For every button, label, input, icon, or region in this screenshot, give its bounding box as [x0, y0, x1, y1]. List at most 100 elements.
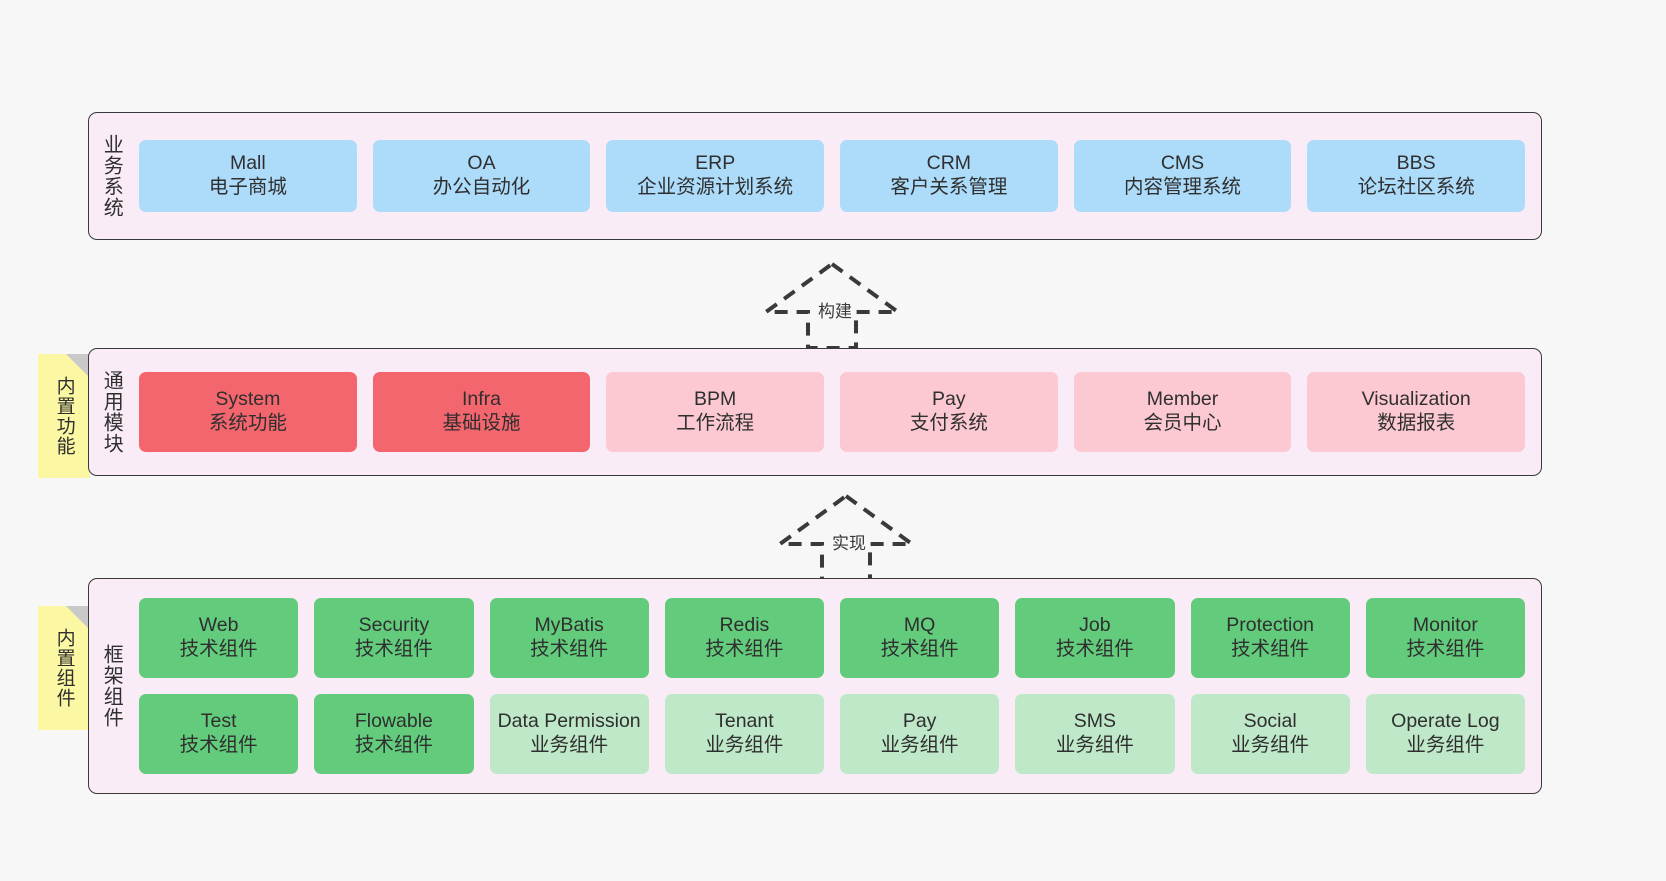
card-title: BPM — [694, 388, 737, 411]
card-title: Operate Log — [1391, 710, 1500, 733]
sticky-note-builtin-features: 内置功能 — [38, 354, 90, 478]
card-redis[interactable]: Redis 技术组件 — [664, 598, 824, 678]
card-mq[interactable]: MQ 技术组件 — [840, 598, 1000, 678]
card-title: Flowable — [354, 710, 433, 733]
card-title: Security — [358, 614, 430, 637]
card-title: ERP — [695, 152, 736, 175]
card-pay-component[interactable]: Pay 业务组件 — [840, 694, 1000, 774]
card-subtitle: 业务组件 — [1406, 734, 1485, 756]
connector-implement: 实现 — [766, 490, 926, 582]
card-bbs[interactable]: BBS 论坛社区系统 — [1307, 140, 1526, 212]
card-subtitle: 技术组件 — [179, 638, 258, 660]
card-title: MQ — [903, 614, 936, 637]
card-title: Member — [1146, 388, 1219, 411]
card-flowable[interactable]: Flowable 技术组件 — [314, 694, 474, 774]
card-crm[interactable]: CRM 客户关系管理 — [840, 140, 1058, 212]
card-social[interactable]: Social 业务组件 — [1190, 694, 1350, 774]
card-title: Infra — [461, 388, 502, 411]
card-subtitle: 会员中心 — [1143, 412, 1222, 434]
layer-common-modules: 通用模块 System 系统功能 Infra 基础设施 BPM 工作流程 Pay… — [88, 348, 1542, 476]
card-protection[interactable]: Protection 技术组件 — [1190, 598, 1350, 678]
card-subtitle: 业务组件 — [530, 734, 609, 756]
card-subtitle: 技术组件 — [354, 638, 433, 660]
card-subtitle: 业务组件 — [1231, 734, 1310, 756]
card-subtitle: 技术组件 — [179, 734, 258, 756]
card-title: System — [215, 388, 281, 411]
layer-business-systems-body: Mall 电子商城 OA 办公自动化 ERP 企业资源计划系统 CRM 客户关系… — [133, 113, 1541, 239]
layer-framework-components: 框架组件 Web 技术组件 Security 技术组件 MyBatis 技术组件… — [88, 578, 1542, 794]
card-title: Data Permission — [497, 710, 641, 733]
card-operate-log[interactable]: Operate Log 业务组件 — [1365, 694, 1525, 774]
card-monitor[interactable]: Monitor 技术组件 — [1365, 598, 1525, 678]
card-title: Test — [200, 710, 237, 733]
card-subtitle: 技术组件 — [530, 638, 609, 660]
card-subtitle: 业务组件 — [705, 734, 784, 756]
card-sms[interactable]: SMS 业务组件 — [1015, 694, 1175, 774]
card-subtitle: 客户关系管理 — [890, 176, 1008, 198]
card-title: Redis — [719, 614, 770, 637]
card-job[interactable]: Job 技术组件 — [1015, 598, 1175, 678]
sticky-note-label: 内置功能 — [53, 376, 75, 456]
card-subtitle: 电子商城 — [208, 176, 287, 198]
card-title: Social — [1243, 710, 1297, 733]
layer-common-modules-title: 通用模块 — [100, 370, 123, 454]
sticky-note-builtin-components: 内置组件 — [38, 606, 90, 730]
card-title: BBS — [1396, 152, 1436, 175]
card-subtitle: 技术组件 — [705, 638, 784, 660]
card-subtitle: 技术组件 — [1231, 638, 1310, 660]
connector-build-label: 构建 — [816, 297, 854, 322]
card-web[interactable]: Web 技术组件 — [139, 598, 299, 678]
connector-build: 构建 — [752, 258, 912, 350]
card-erp[interactable]: ERP 企业资源计划系统 — [606, 140, 825, 212]
card-subtitle: 技术组件 — [354, 734, 433, 756]
card-title: Web — [198, 614, 239, 637]
card-subtitle: 支付系统 — [909, 412, 988, 434]
card-title: CRM — [926, 152, 972, 175]
sticky-note-label: 内置组件 — [53, 628, 75, 708]
card-bpm[interactable]: BPM 工作流程 — [606, 372, 825, 452]
card-test[interactable]: Test 技术组件 — [139, 694, 299, 774]
card-title: Protection — [1226, 614, 1315, 637]
card-subtitle: 论坛社区系统 — [1357, 176, 1475, 198]
card-subtitle: 技术组件 — [1406, 638, 1485, 660]
cell-row: Web 技术组件 Security 技术组件 MyBatis 技术组件 Redi… — [139, 598, 1525, 678]
layer-business-systems-title: 业务系统 — [100, 134, 123, 218]
card-system[interactable]: System 系统功能 — [139, 372, 357, 452]
card-tenant[interactable]: Tenant 业务组件 — [664, 694, 824, 774]
cell-row: Mall 电子商城 OA 办公自动化 ERP 企业资源计划系统 CRM 客户关系… — [139, 140, 1526, 212]
card-cms[interactable]: CMS 内容管理系统 — [1073, 140, 1292, 212]
card-title: Tenant — [715, 710, 774, 733]
layer-framework-components-title: 框架组件 — [100, 644, 123, 728]
card-subtitle: 基础设施 — [442, 412, 521, 434]
card-subtitle: 技术组件 — [1055, 638, 1134, 660]
card-member[interactable]: Member 会员中心 — [1073, 372, 1292, 452]
page-fold-icon — [66, 354, 90, 378]
cell-row: System 系统功能 Infra 基础设施 BPM 工作流程 Pay 支付系统… — [139, 372, 1526, 452]
card-infra[interactable]: Infra 基础设施 — [372, 372, 591, 452]
card-subtitle: 内容管理系统 — [1124, 176, 1242, 198]
card-title: Job — [1079, 614, 1111, 637]
card-data-permission[interactable]: Data Permission 业务组件 — [489, 694, 649, 774]
card-subtitle: 数据报表 — [1377, 412, 1456, 434]
card-title: MyBatis — [534, 614, 604, 637]
card-title: Visualization — [1361, 388, 1471, 411]
card-pay[interactable]: Pay 支付系统 — [840, 372, 1058, 452]
card-title: Monitor — [1412, 614, 1478, 637]
layer-business-systems: 业务系统 Mall 电子商城 OA 办公自动化 ERP 企业资源计划系统 CRM… — [88, 112, 1542, 240]
card-subtitle: 办公自动化 — [432, 176, 531, 198]
card-title: Mall — [229, 152, 266, 175]
card-subtitle: 工作流程 — [676, 412, 755, 434]
card-title: SMS — [1073, 710, 1116, 733]
cell-row: Test 技术组件 Flowable 技术组件 Data Permission … — [139, 694, 1525, 774]
card-subtitle: 企业资源计划系统 — [637, 176, 794, 198]
card-oa[interactable]: OA 办公自动化 — [372, 140, 591, 212]
page-fold-icon — [66, 606, 90, 630]
card-mall[interactable]: Mall 电子商城 — [139, 140, 357, 212]
card-visualization[interactable]: Visualization 数据报表 — [1307, 372, 1526, 452]
card-security[interactable]: Security 技术组件 — [314, 598, 474, 678]
card-title: CMS — [1160, 152, 1205, 175]
card-mybatis[interactable]: MyBatis 技术组件 — [489, 598, 649, 678]
card-title: Pay — [932, 388, 966, 411]
card-subtitle: 业务组件 — [880, 734, 959, 756]
